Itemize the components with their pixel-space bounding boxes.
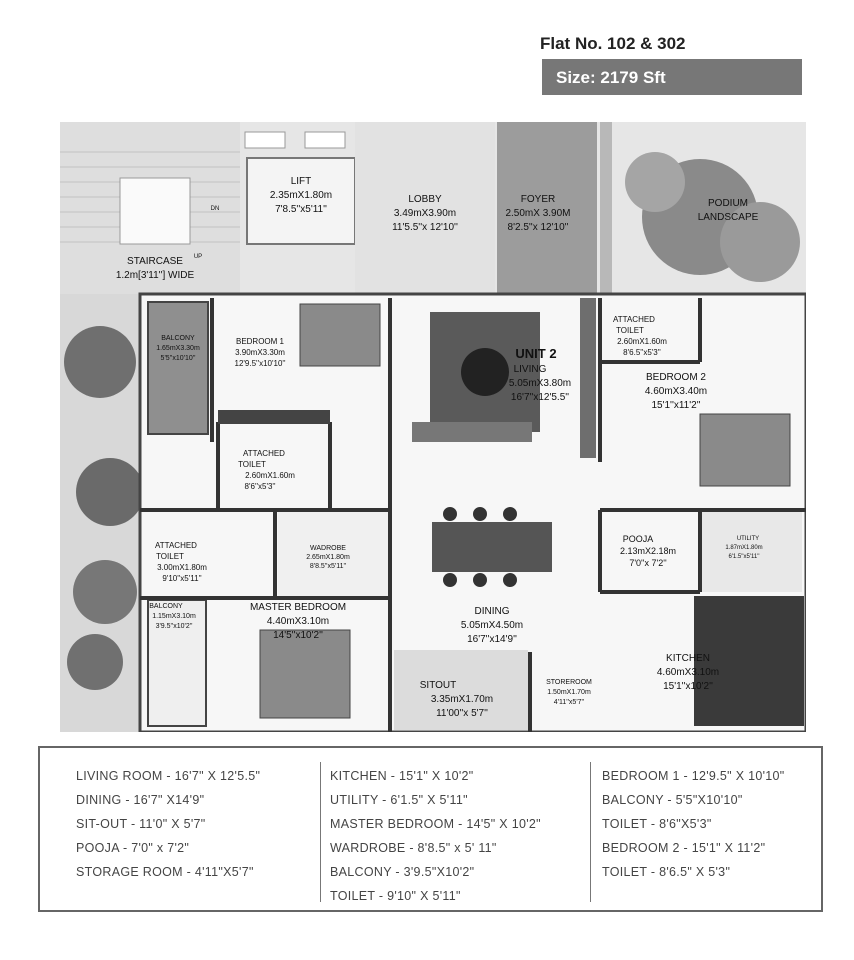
legend-item: BALCONY - 5'5"X10'10" (602, 793, 743, 807)
dn-label: DN (211, 206, 220, 212)
legend-item: LIVING ROOM - 16'7" X 12'5.5" (76, 769, 261, 783)
bed-1 (299, 303, 381, 367)
bed-master (259, 629, 351, 719)
flat-number-title: Flat No. 102 & 302 (540, 34, 686, 53)
tree (64, 326, 136, 398)
size-label: Size: 2179 Sft (556, 68, 666, 87)
tree (76, 458, 144, 526)
legend-divider (320, 762, 321, 902)
legend-item: BEDROOM 1 - 12'9.5" X 10'10" (602, 769, 785, 783)
legend-item: POOJA - 7'0" x 7'2" (76, 841, 190, 855)
tree (73, 560, 137, 624)
legend-column-2: KITCHEN - 15'1" X 10'2" UTILITY - 6'1.5"… (330, 764, 541, 908)
dining-chair (473, 573, 487, 587)
dining-chair (443, 507, 457, 521)
lobby-area (355, 122, 495, 294)
legend-item: KITCHEN - 15'1" X 10'2" (330, 769, 474, 783)
legend-column-1: LIVING ROOM - 16'7" X 12'5.5" DINING - 1… (76, 764, 260, 884)
bedroom1-wardrobe-strip (218, 410, 330, 424)
dining-chair (503, 507, 517, 521)
legend-item: UTILITY - 6'1.5" X 5'11" (330, 793, 468, 807)
dining-table (432, 522, 552, 572)
coffee-table (461, 348, 509, 396)
lift-door-right (304, 131, 346, 149)
bed-2 (699, 413, 791, 487)
room-dimensions-legend: LIVING ROOM - 16'7" X 12'5.5" DINING - 1… (38, 746, 823, 912)
legend-item: BALCONY - 3'9.5"X10'2" (330, 865, 475, 879)
podium-strip (600, 122, 612, 294)
foyer-marble (497, 122, 597, 294)
legend-column-3: BEDROOM 1 - 12'9.5" X 10'10" BALCONY - 5… (602, 764, 785, 884)
unit-title: UNIT 2 (515, 346, 556, 361)
dining-chair (503, 573, 517, 587)
living-feature-wall (580, 298, 596, 458)
legend-item: TOILET - 8'6.5" X 5'3" (602, 865, 731, 879)
dining-chair (473, 507, 487, 521)
legend-item: TOILET - 9'10" X 5'11" (330, 889, 461, 903)
dining-chair (443, 573, 457, 587)
legend-item: WARDROBE - 8'8.5" x 5' 11" (330, 841, 497, 855)
stair-landing (119, 177, 191, 245)
size-banner: Size: 2179 Sft (542, 59, 802, 95)
lift-door-left (244, 131, 286, 149)
legend-item: STORAGE ROOM - 4'11"X5'7" (76, 865, 254, 879)
legend-item: BEDROOM 2 - 15'1" X 11'2" (602, 841, 766, 855)
podium-tree (720, 202, 800, 282)
sofa (412, 422, 532, 442)
balcony-2 (147, 599, 207, 727)
legend-item: TOILET - 8'6"X5'3" (602, 817, 712, 831)
balcony-1 (147, 301, 209, 435)
interior-walls (140, 298, 806, 732)
sitout-floor (394, 650, 528, 730)
up-label: UP (194, 254, 202, 260)
podium-tree (625, 152, 685, 212)
legend-item: DINING - 16'7" X14'9" (76, 793, 205, 807)
legend-divider (590, 762, 591, 902)
wardrobe-room (278, 512, 388, 596)
utility-room (702, 512, 802, 592)
lift-shaft (246, 157, 356, 245)
tree (67, 634, 123, 690)
legend-item: SIT-OUT - 11'0" X 5'7" (76, 817, 206, 831)
legend-item: MASTER BEDROOM - 14'5" X 10'2" (330, 817, 541, 831)
kitchen-counter (694, 596, 804, 726)
